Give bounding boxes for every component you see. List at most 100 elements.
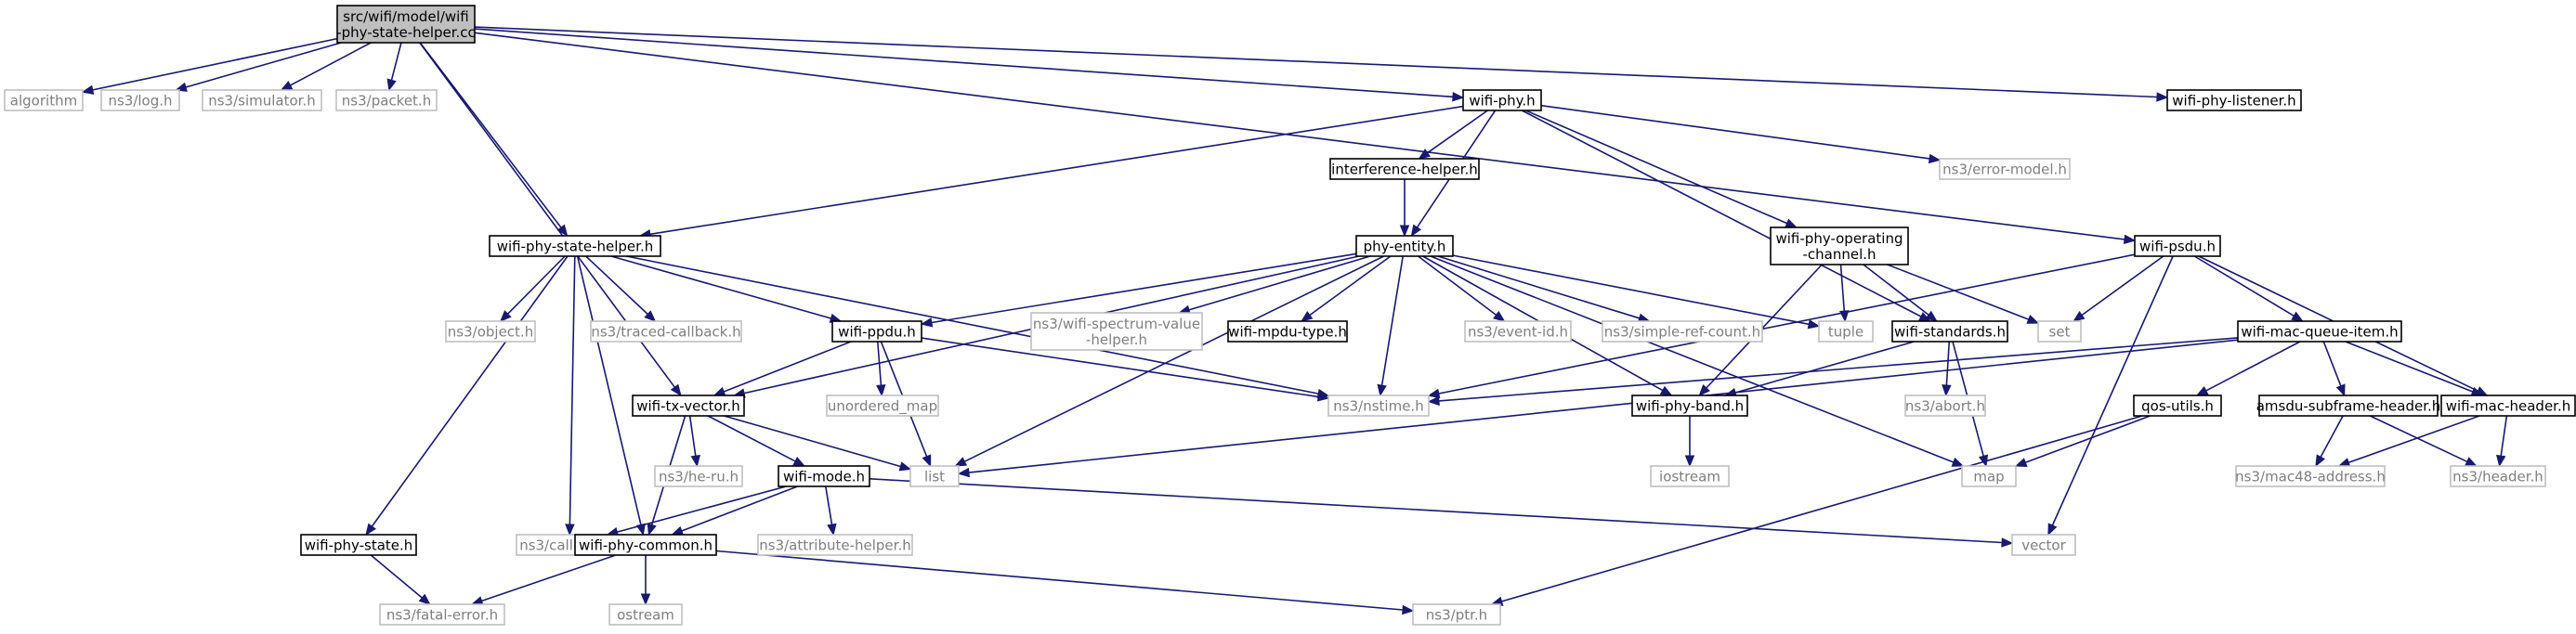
node-box xyxy=(1329,158,1480,180)
edge-wifi-phy-state-helper-to-ns3-object xyxy=(499,255,566,322)
node-label: wifi-mac-header.h xyxy=(2446,398,2571,415)
node-wifi-phy-operating-channel[interactable]: wifi-phy-operating-channel.h xyxy=(1770,226,1909,265)
edge-wifi-phy-to-wifi-standards xyxy=(1521,110,1931,322)
node-label: wifi-psdu.h xyxy=(2139,239,2216,255)
edge-line xyxy=(1427,110,1488,154)
edge-root-to-ns3-packet xyxy=(386,42,402,92)
edge-wifi-phy-state-helper-to-ns3-traced-callback xyxy=(585,255,657,322)
node-box xyxy=(1961,465,2017,487)
arrowhead xyxy=(175,82,188,92)
edge-wifi-mode-to-vector xyxy=(869,478,2014,548)
node-wifi-mac-header[interactable]: wifi-mac-header.h xyxy=(2440,395,2576,417)
node-phy-entity[interactable]: phy-entity.h xyxy=(1355,235,1454,257)
arrowhead xyxy=(2465,457,2478,467)
node-label: ns3/event-id.h xyxy=(1468,324,1568,341)
node-ns3-traced-callback: ns3/traced-callback.h xyxy=(590,320,742,343)
edge-wifi-ppdu-to-ns3-nstime xyxy=(921,337,1330,402)
node-box xyxy=(1939,158,2071,180)
arrowhead xyxy=(2291,311,2304,322)
node-label: ns3/error-model.h xyxy=(1942,162,2067,178)
node-interference-helper[interactable]: interference-helper.h xyxy=(1329,158,1480,180)
edge-line xyxy=(507,255,566,315)
node-label: ns3/ptr.h xyxy=(1426,607,1487,624)
edge-line xyxy=(1438,337,2239,402)
edge-line xyxy=(185,42,342,88)
node-box xyxy=(2450,465,2546,487)
arrowhead xyxy=(2026,315,2040,324)
node-amsdu-subframe-header[interactable]: amsdu-subframe-header.h xyxy=(2256,395,2441,417)
edge-line xyxy=(1188,255,1371,311)
edge-qos-utils-to-map xyxy=(2014,415,2151,468)
node-label: ns3/he-ru.h xyxy=(659,469,739,485)
node-wifi-phy-common[interactable]: wifi-phy-common.h xyxy=(574,534,717,556)
edge-wifi-psdu-to-vector xyxy=(2047,255,2174,537)
node-wifi-phy-state-helper[interactable]: wifi-phy-state-helper.h xyxy=(489,235,661,257)
node-wifi-phy-band[interactable]: wifi-phy-band.h xyxy=(1631,395,1748,417)
node-ns3-log: ns3/log.h xyxy=(100,89,180,111)
node-qos-utils[interactable]: qos-utils.h xyxy=(2133,395,2222,417)
arrowhead xyxy=(365,523,377,537)
node-label: ns3/simulator.h xyxy=(208,93,316,110)
edge-line xyxy=(585,255,648,316)
edges-layer xyxy=(81,26,2508,615)
node-label: wifi-phy-state.h xyxy=(305,537,413,554)
arrowhead xyxy=(1942,384,1952,397)
node-box xyxy=(2237,320,2402,343)
arrowhead xyxy=(2156,92,2169,102)
node-ns3-ptr: ns3/ptr.h xyxy=(1412,603,1501,626)
edge-root-to-wifi-psdu xyxy=(474,32,2137,244)
arrowhead xyxy=(1928,153,1942,164)
edge-line xyxy=(2025,415,2151,464)
edge-wifi-phy-state-helper-to-ns3-callback xyxy=(565,255,576,537)
node-label: algorithm xyxy=(10,93,77,110)
edge-phy-entity-to-list xyxy=(954,255,1384,467)
edge-line xyxy=(1309,255,1392,317)
arrowhead xyxy=(81,84,95,95)
edge-line xyxy=(576,255,642,525)
node-wifi-phy-listener[interactable]: wifi-phy-listener.h xyxy=(2166,89,2302,111)
node-root[interactable]: src/wifi/model/wifi-phy-state-helper.cc xyxy=(336,5,476,44)
edge-wifi-tx-vector-to-ns3-he-ru xyxy=(688,415,700,468)
node-wifi-psdu[interactable]: wifi-psdu.h xyxy=(2134,235,2221,257)
node-wifi-mode[interactable]: wifi-mode.h xyxy=(778,465,870,487)
edge-line xyxy=(688,415,697,457)
node-box xyxy=(4,89,84,111)
node-label: phy-entity.h xyxy=(1364,239,1446,255)
node-wifi-tx-vector[interactable]: wifi-tx-vector.h xyxy=(632,395,745,417)
node-ns3-simple-ref-count: ns3/simple-ref-count.h xyxy=(1602,320,1763,343)
node-box xyxy=(1412,603,1501,626)
arrowhead xyxy=(644,310,657,322)
node-ns3-nstime: ns3/nstime.h xyxy=(1327,395,1430,417)
node-label: wifi-phy-band.h xyxy=(1636,398,1744,415)
node-wifi-phy-state[interactable]: wifi-phy-state.h xyxy=(300,534,417,556)
node-label: wifi-ppdu.h xyxy=(838,324,916,341)
edge-root-to-ns3-log xyxy=(175,42,342,92)
node-wifi-standards[interactable]: wifi-standards.h xyxy=(1891,320,2008,343)
edge-wifi-psdu-to-wifi-mac-queue-item xyxy=(2193,255,2304,322)
edge-wifi-mac-queue-item-to-wifi-mac-header xyxy=(2345,341,2484,396)
arrowhead xyxy=(1427,388,1441,399)
node-list: list xyxy=(909,465,960,487)
node-label: map xyxy=(1973,469,2004,485)
edge-line xyxy=(2081,255,2164,317)
edge-line xyxy=(1438,253,2136,395)
edge-line xyxy=(481,554,617,602)
edge-wifi-phy-operating-channel-to-wifi-standards xyxy=(1863,264,1938,322)
arrowhead xyxy=(671,525,685,536)
arrowhead xyxy=(2496,454,2506,468)
node-wifi-mpdu-type[interactable]: wifi-mpdu-type.h xyxy=(1227,320,1348,343)
node-label: -phy-state-helper.cc xyxy=(336,24,476,41)
node-wifi-mac-queue-item[interactable]: wifi-mac-queue-item.h xyxy=(2237,320,2402,343)
node-wifi-ppdu[interactable]: wifi-ppdu.h xyxy=(831,320,922,343)
arrowhead xyxy=(565,524,575,537)
node-box xyxy=(1327,395,1430,417)
edge-wifi-phy-state-helper-to-wifi-ppdu xyxy=(610,255,843,323)
arrowhead xyxy=(2047,523,2058,537)
arrowhead xyxy=(2335,383,2346,397)
edge-wifi-tx-vector-to-list xyxy=(724,415,912,472)
node-box xyxy=(574,534,717,556)
node-ns3-simulator: ns3/simulator.h xyxy=(202,89,322,111)
node-wifi-phy[interactable]: wifi-phy.h xyxy=(1462,89,1542,111)
arrowhead xyxy=(898,461,912,472)
node-label: ns3/simple-ref-count.h xyxy=(1604,324,1760,341)
